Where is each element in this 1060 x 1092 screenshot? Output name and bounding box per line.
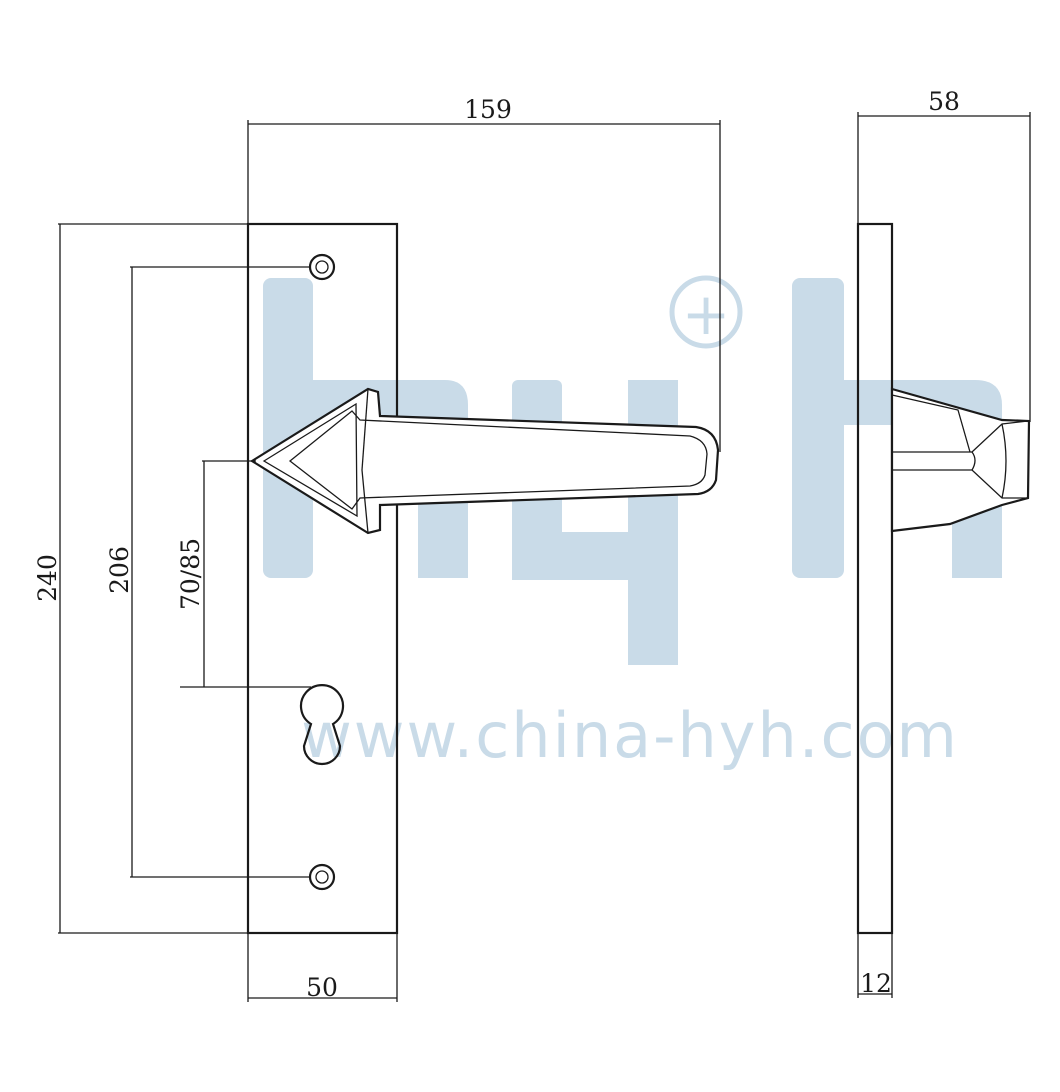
dim-projection: 58	[928, 87, 960, 116]
bottom-screw-hole	[308, 863, 336, 891]
dimension-lines	[58, 112, 1031, 1002]
dim-screw-spacing: 206	[105, 546, 134, 594]
backplate-front-view	[246, 222, 399, 935]
watermark: + www.china-hyh.com	[263, 275, 1002, 772]
dim-plate-width: 50	[306, 973, 338, 1002]
cylinder-keyhole	[299, 684, 345, 766]
watermark-url: www.china-hyh.com	[301, 699, 959, 772]
lever-handle-front-view	[249, 387, 720, 535]
dim-center-distance: 70/85	[176, 538, 205, 610]
dim-plate-height: 240	[33, 554, 62, 602]
top-screw-hole	[308, 253, 336, 281]
watermark-registered-mark: +	[682, 280, 731, 348]
watermark-registered-circle	[669, 275, 743, 349]
dim-plate-thickness: 12	[860, 969, 892, 998]
side-view	[856, 222, 1031, 935]
dim-handle-length: 159	[464, 95, 512, 124]
